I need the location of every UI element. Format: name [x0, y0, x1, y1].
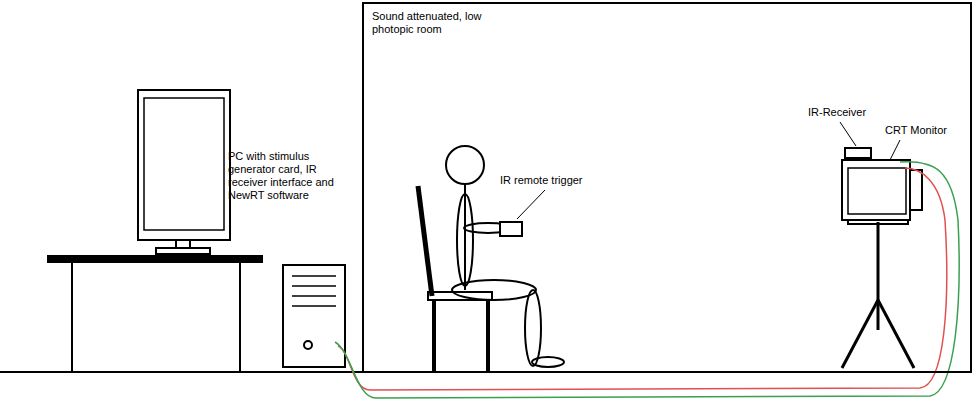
room-label: Sound attenuated, low photopic room: [372, 10, 492, 36]
chair-back: [418, 186, 432, 296]
crt-monitor: [842, 160, 910, 220]
chair-leg: [432, 300, 436, 372]
desk-leg: [239, 262, 241, 372]
green-cable: [335, 162, 959, 398]
leader-line: [890, 140, 900, 160]
room-outline: Sound attenuated, low photopic room: [362, 2, 972, 373]
leader-line: [840, 122, 856, 146]
callout-label: CRT Monitor: [885, 124, 965, 137]
power-button: [304, 341, 312, 349]
chair-leg: [486, 300, 490, 372]
pc-monitor: [138, 90, 230, 240]
callout-label: PC with stimulus generator card, IR rece…: [228, 150, 356, 202]
callout-label: IR-Receiver: [808, 106, 888, 119]
pc-tower: [283, 265, 345, 367]
red-cable: [338, 168, 947, 390]
ir-receiver: [845, 148, 871, 158]
callout-label: IR remote trigger: [500, 174, 610, 187]
desk-leg: [71, 262, 73, 372]
desk-top: [48, 256, 262, 262]
pc-screen: [144, 98, 224, 230]
leader-line: [517, 190, 545, 219]
monitor-neck: [176, 240, 190, 248]
monitor-base: [156, 248, 210, 254]
ir-remote: [500, 222, 522, 236]
tripod-pole: [877, 222, 880, 300]
